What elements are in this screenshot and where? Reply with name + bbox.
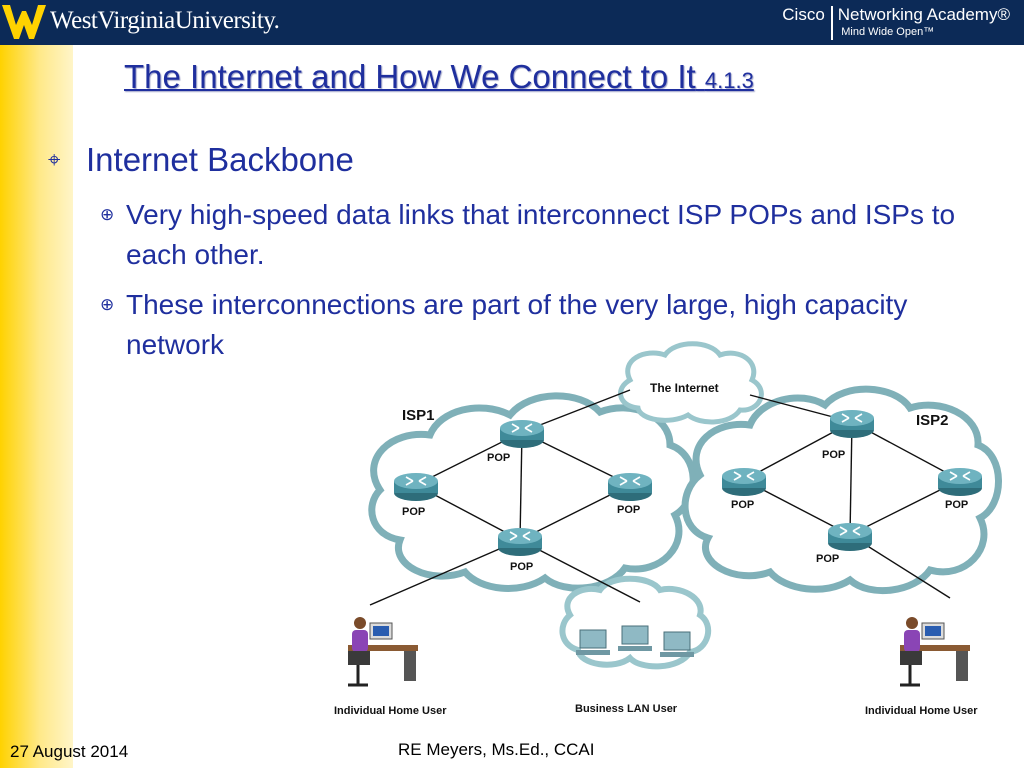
isp2-top-router-icon — [829, 409, 875, 439]
isp1-bottom-router-icon — [497, 527, 543, 557]
left-gradient-sidebar — [0, 45, 73, 768]
title-main: The Internet and How We Connect to It — [124, 58, 696, 95]
sub-bullet-1: ⊕ Very high-speed data links that interc… — [100, 195, 980, 275]
right-home-user-icon — [898, 615, 972, 687]
pop-label: POP — [617, 504, 640, 516]
bullet-crosshair-icon: ⌖ — [48, 147, 61, 172]
title-section-number: 4.1.3 — [704, 68, 754, 93]
isp1-label: ISP1 — [402, 407, 435, 424]
isp1-left-router-icon — [393, 472, 439, 502]
slide-title: The Internet and How We Connect to It 4.… — [124, 58, 924, 96]
business-lan-label: Business LAN User — [575, 703, 678, 715]
cisco-word: Cisco — [782, 5, 825, 24]
isp2-left-router-icon — [721, 467, 767, 497]
isp2-bottom-router-icon — [827, 522, 873, 552]
wvu-flying-wv-logo — [2, 5, 46, 39]
university-name: WestVirginiaUniversity. — [50, 7, 280, 34]
pop-label: POP — [731, 499, 754, 511]
isp1-right-router-icon — [607, 472, 653, 502]
sub-bullet-crosshair-icon: ⊕ — [100, 295, 115, 314]
academy-tagline: Mind Wide Open™ — [841, 26, 935, 38]
internet-cloud — [618, 341, 764, 425]
pop-label: POP — [945, 499, 968, 511]
pop-label: POP — [816, 553, 839, 565]
pop-label: POP — [402, 506, 425, 518]
sub-bullet-2: ⊕ These interconnections are part of the… — [100, 285, 980, 365]
sub-bullet-crosshair-icon: ⊕ — [100, 205, 115, 224]
pop-label: POP — [510, 561, 533, 573]
isp1-top-router-icon — [499, 419, 545, 449]
sub-bullet-text: These interconnections are part of the v… — [126, 289, 908, 360]
footer-date: 27 August 2014 — [10, 742, 129, 761]
business-lan-computers-icon — [576, 625, 694, 657]
isp2-right-router-icon — [937, 467, 983, 497]
left-home-user-label: Individual Home User — [334, 705, 447, 717]
isp-network-diagram: The Internet ISP1 ISP2 POP POP POP POP P… — [334, 341, 1002, 717]
bullet-text: Internet Backbone — [86, 141, 354, 178]
pop-label: POP — [822, 449, 845, 461]
cisco-academy-logo: Cisco Networking Academy® Mind Wide Open… — [782, 5, 1010, 40]
academy-name: Networking Academy® — [837, 5, 1010, 24]
bullet-internet-backbone: ⌖ Internet Backbone — [48, 140, 354, 180]
sub-bullet-text: Very high-speed data links that intercon… — [126, 199, 956, 270]
isp2-cloud — [681, 385, 1002, 595]
isp2-label: ISP2 — [916, 412, 949, 429]
footer-author: RE Meyers, Ms.Ed., CCAI — [398, 740, 595, 759]
header-bar: WestVirginiaUniversity. Cisco Networking… — [0, 0, 1024, 45]
internet-label: The Internet — [650, 381, 719, 395]
cisco-divider — [830, 6, 833, 40]
left-home-user-icon — [346, 615, 420, 687]
right-home-user-label: Individual Home User — [865, 705, 978, 717]
pop-label: POP — [487, 452, 510, 464]
